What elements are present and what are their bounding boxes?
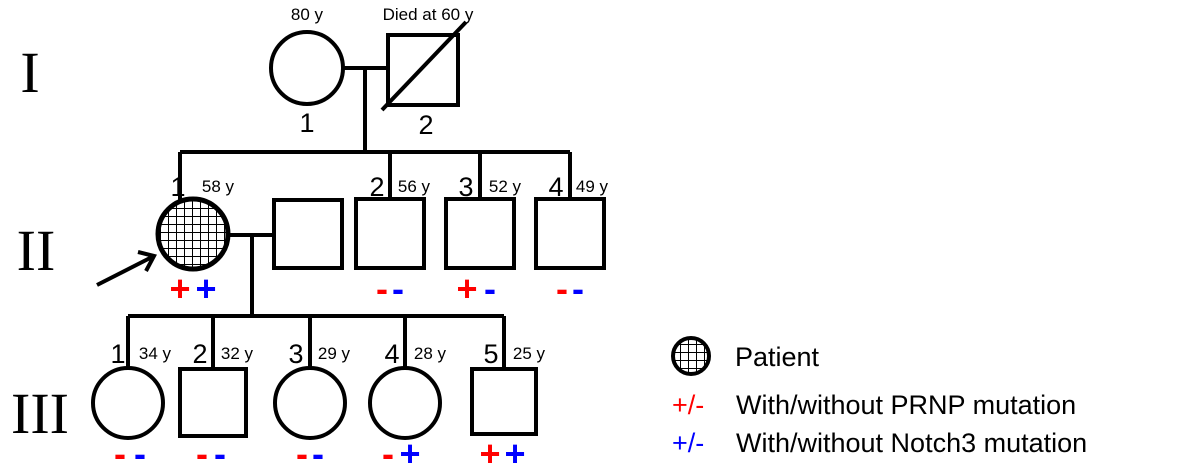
notch3-sign-gen2-4: - [572,268,584,309]
number-gen3-4: 4 [384,339,399,369]
age-gen1-1: 80 y [291,5,324,24]
individual-gen2-2-male [354,197,426,270]
individual-gen3-5-male [470,367,538,436]
prnp-sign-gen2-2: - [376,268,388,309]
age-gen2-1: 58 y [202,177,235,196]
notch3-sign-gen2-1: + [195,268,216,309]
number-gen3-1: 1 [110,339,125,369]
prnp-sign-gen2-3: + [456,268,477,309]
prnp-sign-gen3-5: + [479,433,500,468]
individual-gen1-1-female [269,30,345,106]
legend-prnp-label: With/without PRNP mutation [736,390,1076,420]
deceased-slash [380,20,468,112]
number-gen2-2: 2 [369,172,384,202]
notch3-sign-gen2-3: - [484,268,496,309]
generation-label-III: III [11,381,69,446]
number-gen1-2: 2 [418,110,433,140]
notch3-sign-gen3-2: - [214,433,226,468]
age-gen3-4: 28 y [414,344,447,363]
prnp-sign-gen3-3: - [296,433,308,468]
individual-gen3-1-female [91,366,165,440]
legend-notch3-label: With/without Notch3 mutation [736,428,1087,458]
individual-gen2-spouse [272,198,344,270]
legend-patient-label: Patient [735,342,820,372]
legend: Patient +/- With/without PRNP mutation +… [671,336,1087,458]
notch3-sign-gen3-3: - [312,433,324,468]
age-gen3-2: 32 y [221,344,254,363]
individual-gen2-3-male [444,197,516,270]
number-gen3-3: 3 [288,339,303,369]
individual-gen2-1-patient [155,196,231,272]
age-gen2-3: 52 y [489,177,522,196]
individual-gen3-2-male [178,367,248,438]
generation-label-II: II [17,218,56,283]
age-gen3-5: 25 y [513,344,546,363]
individual-gen2-4-male [534,197,606,270]
age-gen1-2: Died at 60 y [383,5,474,24]
age-gen3-1: 34 y [139,344,172,363]
individual-gen3-3-female [273,366,347,440]
prnp-sign-gen2-4: - [556,268,568,309]
notch3-sign-gen3-1: - [134,433,146,468]
number-gen1-1: 1 [299,108,314,138]
number-gen2-1: 1 [170,172,185,202]
legend-patient-symbol-icon [671,336,711,376]
age-gen3-3: 29 y [318,344,351,363]
legend-prnp-sign: +/- [672,390,704,420]
notch3-sign-gen3-5: + [504,433,525,468]
number-gen3-2: 2 [192,339,207,369]
individual-gen3-4-female [368,366,442,440]
generation-label-I: I [20,40,39,105]
proband-arrow-icon [96,250,157,287]
number-gen3-5: 5 [483,339,498,369]
number-gen2-3: 3 [458,172,473,202]
number-gen2-4: 4 [548,172,563,202]
prnp-sign-gen3-4: - [382,433,394,468]
prnp-sign-gen3-2: - [196,433,208,468]
age-gen2-4: 49 y [576,177,609,196]
notch3-sign-gen2-2: - [392,268,404,309]
prnp-sign-gen2-1: + [169,268,190,309]
notch3-sign-gen3-4: + [399,433,420,468]
pedigree-lines [126,66,572,369]
prnp-sign-gen3-1: - [114,433,126,468]
age-gen2-2: 56 y [398,177,431,196]
legend-notch3-sign: +/- [672,428,704,458]
